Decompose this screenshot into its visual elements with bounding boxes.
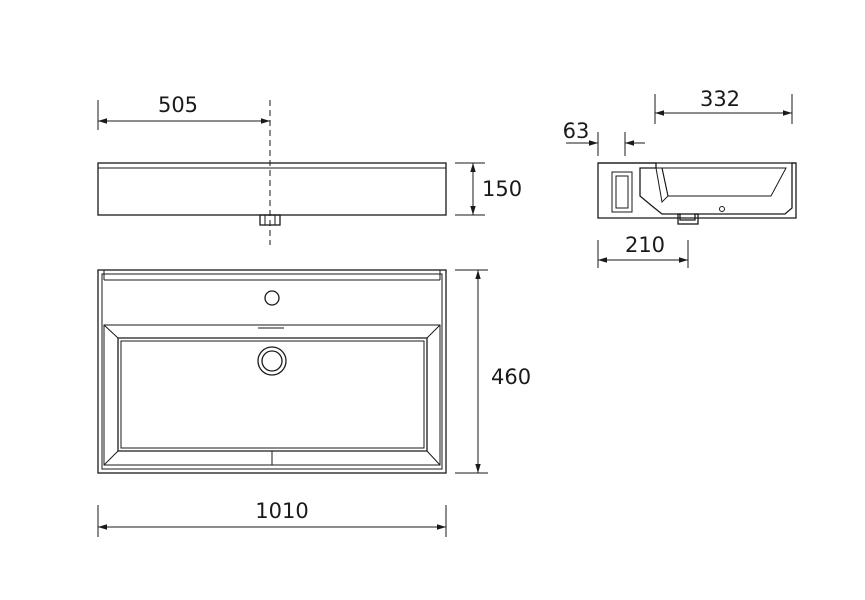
dim-label-150: 150 bbox=[482, 177, 522, 201]
dim-label-505: 505 bbox=[158, 93, 198, 117]
bowl-outer-rim bbox=[103, 324, 441, 466]
front-view: 505 150 bbox=[97, 93, 522, 245]
tap-hole bbox=[264, 290, 280, 306]
waste-outlet bbox=[259, 214, 281, 226]
dim-label-332: 332 bbox=[700, 87, 740, 111]
front-view-outline bbox=[97, 162, 447, 216]
section-bowl-cavity bbox=[661, 167, 787, 197]
dim-label-63: 63 bbox=[563, 119, 590, 143]
section-hatched-body bbox=[597, 162, 797, 221]
section-outlet bbox=[677, 213, 699, 225]
section-tap-cavity bbox=[611, 171, 633, 213]
section-view: 332 63 210 bbox=[563, 87, 797, 268]
bowl-inner bbox=[117, 337, 428, 452]
dim-label-1010: 1010 bbox=[255, 499, 308, 523]
plan-outer-outline bbox=[97, 269, 447, 474]
dim-label-460: 460 bbox=[491, 365, 531, 389]
drain-outer bbox=[257, 346, 287, 376]
drain-inner bbox=[261, 350, 283, 372]
dim-label-210: 210 bbox=[625, 233, 665, 257]
plan-view: 460 1010 bbox=[97, 269, 531, 537]
